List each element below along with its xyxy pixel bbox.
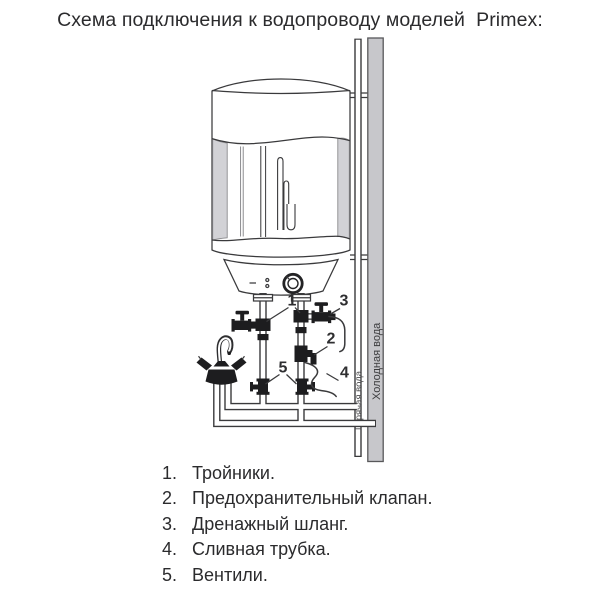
stop-valve-right — [295, 378, 315, 395]
flange-right — [290, 293, 312, 302]
coupling-right — [295, 327, 307, 334]
legend-text: Сливная трубка. — [192, 539, 331, 560]
legend-number: 5. — [162, 564, 178, 585]
callout-4: 4 — [340, 365, 349, 382]
drain-hose — [328, 315, 346, 353]
page-title: Схема подключения к водопроводу моделей … — [57, 9, 543, 31]
tank-wall-left — [212, 138, 228, 241]
legend-number: 1. — [162, 463, 178, 483]
callout-3: 3 — [340, 293, 349, 310]
callout-2: 2 — [327, 331, 336, 348]
legend-number: 2. — [162, 488, 178, 509]
water-heater — [211, 78, 351, 296]
callout-1: 1 — [288, 293, 297, 310]
heater-bottom-cap — [222, 258, 340, 296]
callout-5: 5 — [279, 360, 288, 377]
hot-pipe-label: Горячая вода — [353, 370, 364, 430]
legend-text: Вентили. — [192, 564, 268, 585]
cold-pipe-label: Холодная вода — [371, 322, 383, 400]
valve-left — [231, 310, 252, 332]
legend-number: 4. — [162, 539, 178, 560]
faucet — [196, 335, 247, 385]
tee-right — [293, 310, 309, 323]
pipe-fittings — [231, 293, 336, 395]
stop-valve-left — [250, 378, 270, 395]
legend-text: Тройники. — [192, 463, 275, 483]
legend-text: Дренажный шланг. — [192, 513, 349, 534]
legend-item-4: 4. Сливная трубка. — [162, 537, 600, 562]
legend-item-3: 3. Дренажный шланг. — [162, 512, 600, 537]
legend-list: 1. Тройники. 2. Предохранительный клапан… — [0, 461, 600, 588]
legend-number: 3. — [162, 513, 178, 534]
heating-element — [277, 157, 284, 230]
legend-item-2: 2. Предохранительный клапан. — [162, 486, 600, 511]
cold-water-riser-pipe — [367, 37, 384, 463]
wall-pipes: Горячая вода Холодная вода — [353, 37, 384, 463]
safety-valve — [294, 345, 317, 365]
drain-tube — [304, 361, 337, 398]
flange-left — [252, 293, 274, 302]
coupling-left — [257, 334, 269, 341]
tank-wall-right — [337, 137, 350, 240]
legend-text: Предохранительный клапан. — [192, 488, 433, 509]
legend-item-5: 5. Вентили. — [162, 563, 600, 588]
legend-item-1: 1. Тройники. — [162, 461, 600, 486]
callouts: 1 2 3 4 5 — [265, 293, 349, 398]
